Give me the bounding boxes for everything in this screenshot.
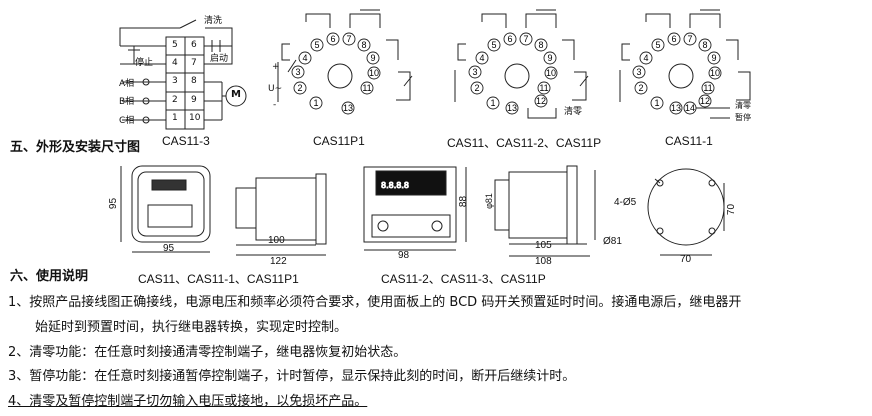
dim-cutout-dia: Ø81 (603, 236, 622, 247)
svg-text:10: 10 (546, 68, 556, 78)
phase-a-label: A相 (119, 79, 135, 89)
panel-cutout (647, 168, 725, 256)
reset-label: 清零 (564, 107, 583, 117)
instruction-item-warning: 4、清零及暂停控制端子切勿输入电压或接地，以免损坏产品。 (8, 394, 368, 409)
phase-c-label: C相 (119, 116, 135, 126)
dim-large-dia: φ81 (483, 193, 494, 209)
caption-dimensions-left: CAS11、CAS11-1、CAS11P1 (138, 272, 299, 286)
terminal-label: 10 (189, 113, 201, 123)
cas11-3-wash-label: 清洗 (204, 16, 223, 26)
svg-text:11: 11 (362, 83, 371, 93)
dim-cutout-w: 70 (680, 254, 692, 265)
svg-text:10: 10 (710, 68, 720, 78)
power-minus: - (273, 100, 277, 110)
cas11-3-stop-label: 停止 (135, 58, 154, 68)
svg-text:12: 12 (536, 96, 546, 106)
svg-text:3: 3 (636, 67, 641, 77)
terminal-label: 1 (172, 113, 178, 123)
power-plus: + (272, 62, 280, 72)
instruction-item: 2、清零功能：在任意时刻接通清零控制端子，继电器恢复初始状态。 (8, 345, 407, 360)
cas11-3-start-label: 启动 (210, 54, 229, 64)
terminal-label: 6 (191, 40, 197, 50)
svg-text:11: 11 (539, 83, 548, 93)
reset-label: 清零 (735, 101, 751, 110)
front-view-large (363, 166, 467, 251)
cas11p1-diagram (277, 9, 413, 101)
svg-text:1: 1 (490, 98, 495, 108)
terminal-label: 3 (172, 76, 178, 86)
cas11-1-diagram (621, 9, 751, 119)
caption-dimensions-right: CAS11-2、CAS11-3、CAS11P (381, 272, 546, 286)
svg-text:5: 5 (491, 40, 496, 50)
svg-text:12: 12 (700, 96, 710, 106)
side-view-small (235, 173, 327, 256)
svg-text:5: 5 (655, 40, 660, 50)
instruction-item: 3、暂停功能：在任意时刻接通暂停控制端子，计时暂停，显示保持此刻的时间，断开后继… (8, 369, 576, 384)
svg-text:2: 2 (474, 83, 479, 93)
front-view-small (120, 165, 211, 253)
svg-text:4: 4 (302, 53, 307, 63)
svg-text:9: 9 (711, 53, 716, 63)
cas11-group-diagram (457, 9, 589, 119)
svg-text:6: 6 (330, 34, 335, 44)
dim-small-depth2: 122 (270, 256, 287, 267)
svg-text:6: 6 (671, 34, 676, 44)
svg-text:2: 2 (297, 83, 302, 93)
dim-large-width: 98 (398, 250, 410, 261)
dim-large-height: 88 (458, 195, 470, 208)
terminal-label: 2 (172, 95, 178, 105)
svg-text:6: 6 (507, 34, 512, 44)
dim-cutout-holes: 4-Ø5 (614, 197, 637, 208)
svg-text:3: 3 (472, 67, 477, 77)
dim-small-width: 95 (163, 243, 175, 254)
svg-text:9: 9 (370, 53, 375, 63)
dim-small-height: 95 (108, 197, 120, 210)
svg-text:7: 7 (523, 34, 528, 44)
instruction-item: 始延时到预置时间，执行继电器转换，实现定时控制。 (35, 320, 348, 335)
svg-text:4: 4 (479, 53, 484, 63)
dim-cutout-h: 70 (726, 203, 738, 216)
caption-cas11-group: CAS11、CAS11-2、CAS11P (447, 136, 602, 150)
caption-cas11-1: CAS11-1 (665, 134, 713, 148)
svg-text:8: 8 (538, 40, 543, 50)
terminal-label: 4 (172, 58, 178, 68)
svg-text:9: 9 (547, 53, 552, 63)
pin-label: 1 (313, 98, 318, 108)
caption-cas11p1: CAS11P1 (313, 134, 365, 148)
terminal-label: 9 (191, 95, 197, 105)
svg-text:13: 13 (343, 103, 353, 113)
caption-cas11-3: CAS11-3 (162, 134, 210, 148)
svg-text:7: 7 (687, 34, 692, 44)
svg-text:7: 7 (346, 34, 351, 44)
svg-text:4: 4 (643, 53, 648, 63)
svg-text:2: 2 (638, 83, 643, 93)
svg-text:10: 10 (369, 68, 379, 78)
terminal-label: 8 (191, 76, 197, 86)
digit-display: 8.8.8.8 (381, 181, 409, 190)
motor-label: M (231, 89, 241, 100)
svg-text:11: 11 (703, 83, 712, 93)
dim-small-depth1: 100 (268, 235, 285, 246)
section-6-title: 六、使用说明 (10, 269, 89, 284)
svg-text:3: 3 (295, 67, 300, 77)
svg-text:14: 14 (685, 103, 695, 113)
terminal-label: 7 (191, 58, 197, 68)
dim-large-depth2: 108 (535, 256, 552, 267)
terminal-label: 5 (172, 40, 178, 50)
svg-text:5: 5 (314, 40, 319, 50)
side-view-large (494, 165, 596, 257)
section-5-title: 五、外形及安装尺寸图 (10, 140, 141, 155)
svg-text:8: 8 (361, 40, 366, 50)
dim-large-depth1: 105 (535, 240, 552, 251)
cas11-3-diagram (119, 19, 247, 130)
svg-text:13: 13 (507, 103, 517, 113)
phase-b-label: B相 (119, 97, 135, 107)
instruction-item: 1、按照产品接线图正确接线，电源电压和频率必须符合要求，使用面板上的 BCD 码… (8, 295, 742, 310)
pause-label: 暂停 (735, 113, 751, 122)
svg-text:13: 13 (671, 103, 681, 113)
svg-text:1: 1 (654, 98, 659, 108)
power-label: U~ (268, 84, 283, 94)
svg-text:8: 8 (702, 40, 707, 50)
